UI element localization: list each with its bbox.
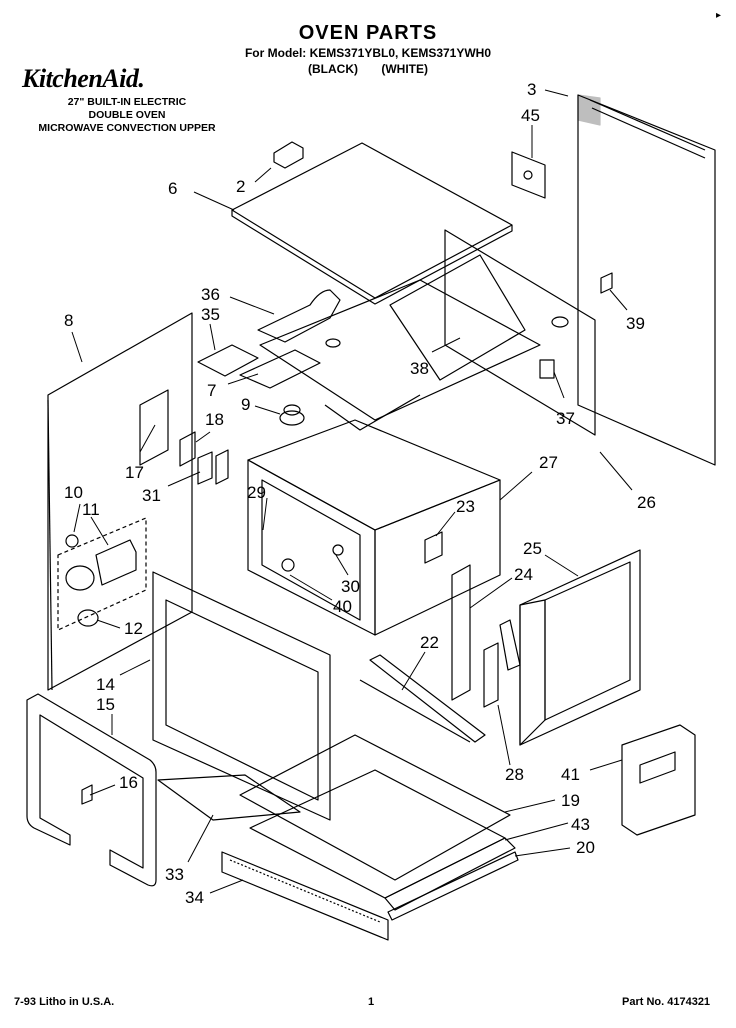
product-description: 27" BUILT-IN ELECTRIC DOUBLE OVEN MICROW…	[22, 96, 232, 135]
callout-31: 31	[142, 486, 161, 505]
part-fan-bracket	[197, 344, 321, 389]
callout-18: 18	[205, 410, 224, 429]
callout-25: 25	[523, 539, 542, 558]
callout-7: 7	[207, 381, 216, 400]
callout-36: 36	[201, 285, 220, 304]
callout-28: 28	[505, 765, 524, 784]
callout-27: 27	[539, 453, 558, 472]
callout-26: 26	[637, 493, 656, 512]
description-line: 27" BUILT-IN ELECTRIC	[67, 96, 187, 108]
callout-15: 15	[96, 695, 115, 714]
part-duct-plate	[259, 279, 541, 431]
callout-10: 10	[64, 483, 83, 502]
callout-20: 20	[576, 838, 595, 857]
callout-11: 11	[82, 500, 100, 519]
callout-3: 3	[527, 80, 536, 99]
part-floor-panels	[239, 734, 519, 921]
callout-9: 9	[241, 395, 250, 414]
part-bracket-2	[273, 141, 304, 169]
callout-34: 34	[185, 888, 204, 907]
callout-43: 43	[571, 815, 590, 834]
part-switch-brackets	[139, 389, 229, 485]
part-hinge	[483, 619, 521, 708]
callout-40: 40	[333, 597, 352, 616]
callout-16: 16	[119, 773, 138, 792]
page-title: OVEN PARTS	[298, 22, 438, 44]
part-door-gasket	[26, 693, 157, 887]
part-side-panel-right	[577, 94, 716, 466]
callout-45: 45	[521, 106, 540, 125]
callout-35: 35	[201, 305, 220, 324]
callout-14: 14	[96, 675, 115, 694]
part-clip	[81, 784, 93, 805]
part-hinge-support	[451, 564, 471, 701]
callout-labels: 2 3 6 45 8 36 35 7 9 38 39 37 18 17 31 1…	[64, 80, 656, 907]
callout-37: 37	[556, 409, 575, 428]
callout-leaders	[71, 89, 633, 894]
part-39	[600, 272, 613, 294]
part-rear-panel	[389, 229, 596, 436]
brand-logo: KitchenAid.	[22, 64, 145, 93]
callout-23: 23	[456, 497, 475, 516]
part-blower-duct	[257, 289, 341, 348]
callout-17: 17	[125, 463, 144, 482]
description-line: MICROWAVE CONVECTION UPPER	[38, 122, 216, 134]
page-number: 1	[368, 996, 375, 1008]
model-line: For Model: KEMS371YBL0, KEMS371YWH0	[244, 46, 492, 60]
part-oven-cavity	[247, 419, 501, 636]
part-number: Part No. 4174321	[622, 996, 711, 1008]
part-front-frame	[152, 571, 331, 821]
callout-19: 19	[561, 791, 580, 810]
description-line: DOUBLE OVEN	[88, 109, 166, 121]
color-black-label: (BLACK)	[308, 62, 358, 76]
callout-22: 22	[420, 633, 439, 652]
callout-6: 6	[168, 179, 177, 198]
part-rail-22	[359, 654, 486, 743]
part-door-panel	[519, 549, 641, 746]
part-vent-grille	[221, 851, 389, 941]
callout-38: 38	[410, 359, 429, 378]
part-knob	[279, 404, 305, 426]
callout-8: 8	[64, 311, 73, 330]
color-variants: (BLACK) (WHITE)	[0, 62, 736, 76]
color-white-label: (WHITE)	[381, 62, 428, 76]
callout-33: 33	[165, 865, 184, 884]
part-trim-33	[157, 774, 301, 821]
callout-24: 24	[514, 565, 533, 584]
callout-12: 12	[124, 619, 143, 638]
litho-note: 7-93 Litho in U.S.A.	[14, 996, 115, 1008]
corner-mark: ▸	[716, 10, 722, 21]
callout-2: 2	[236, 177, 245, 196]
part-bracket-45	[511, 151, 546, 199]
callout-30: 30	[341, 577, 360, 596]
callout-39: 39	[626, 314, 645, 333]
part-top-panel	[231, 142, 513, 305]
callout-41: 41	[561, 765, 580, 784]
part-plate-23	[424, 531, 443, 564]
part-bracket-41	[621, 724, 696, 836]
part-light-assembly	[57, 517, 147, 631]
callout-29: 29	[247, 483, 266, 502]
